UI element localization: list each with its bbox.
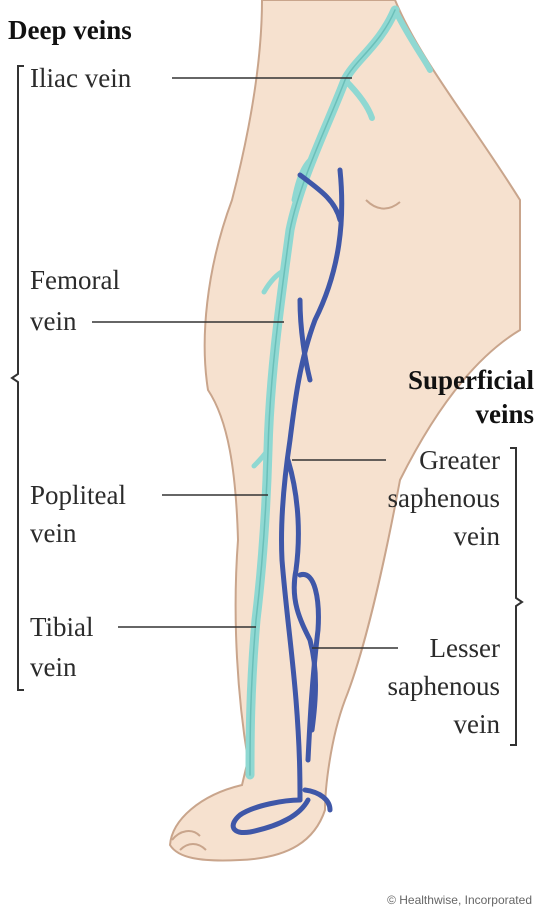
popliteal-vein-label-line1: Popliteal xyxy=(30,479,126,511)
lesser-saphenous-label-line1: Lesser xyxy=(430,632,500,664)
lesser-saphenous-label-line3: vein xyxy=(454,708,501,740)
popliteal-vein-label-line2: vein xyxy=(30,517,77,549)
iliac-vein-label: Iliac vein xyxy=(30,62,131,94)
greater-saphenous-label-line2: saphenous xyxy=(388,482,500,514)
deep-veins-bracket xyxy=(12,66,24,690)
lesser-saphenous-label-line2: saphenous xyxy=(388,670,500,702)
femoral-vein-label-line2: vein xyxy=(30,305,77,337)
tibial-vein-label-line1: Tibial xyxy=(30,611,94,643)
greater-saphenous-label-line1: Greater xyxy=(419,444,500,476)
femoral-vein-label-line1: Femoral xyxy=(30,264,120,296)
superficial-veins-header-line2: veins xyxy=(475,398,534,430)
superficial-veins-header-line1: Superficial xyxy=(408,364,534,396)
deep-veins-header: Deep veins xyxy=(8,14,132,46)
copyright-credit: © Healthwise, Incorporated xyxy=(387,893,532,907)
greater-saphenous-label-line3: vein xyxy=(454,520,501,552)
superficial-veins-bracket xyxy=(510,448,522,745)
tibial-vein-label-line2: vein xyxy=(30,651,77,683)
